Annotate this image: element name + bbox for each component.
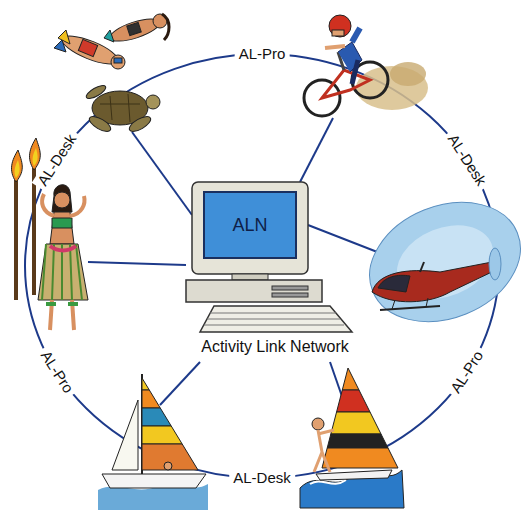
mountain-biker-picture: [390, 62, 426, 86]
network-name: Activity Link Network: [199, 338, 351, 355]
windsurfer-picture: [300, 360, 410, 470]
sailboat-picture: [112, 400, 138, 470]
helicopter-picture: [372, 262, 496, 302]
hula-dancer-picture: [12, 150, 23, 182]
diver-turtle-picture: [84, 83, 107, 101]
product-label: AL-Desk: [31, 128, 82, 193]
monitor-stand: [232, 274, 268, 280]
hula-dancer-picture: [42, 244, 82, 300]
product-label: AL-Pro: [445, 344, 490, 400]
sailboat-picture: [130, 370, 210, 472]
windsurfer-picture: [314, 430, 330, 472]
diver-turtle-picture: [111, 55, 125, 69]
sailboat-picture: [164, 462, 172, 470]
diver-turtle-picture: [100, 94, 140, 122]
mountain-biker-picture: [325, 46, 345, 48]
monitor-screen: [204, 192, 296, 258]
mountain-biker-picture: [332, 30, 344, 36]
keyboard-keys: [207, 319, 340, 320]
computer-case: [186, 280, 322, 302]
windsurfer-picture: [300, 412, 410, 434]
sailboat-picture: [98, 370, 210, 510]
diver-turtle-picture: [114, 58, 122, 63]
diver-turtle-picture: [78, 39, 97, 56]
keyboard-keys: [204, 325, 344, 326]
windsurfer-picture: [322, 368, 398, 468]
hula-dancer-picture: [33, 148, 38, 166]
hula-dancer-picture: [50, 246, 76, 251]
diver-turtle-picture: [87, 114, 113, 135]
computer-node: ALN Activity Link Network: [180, 178, 370, 362]
diver-turtle-picture: [127, 22, 142, 35]
product-label: AL-Desk: [229, 469, 295, 487]
spoke-lines: [132, 132, 192, 215]
helicopter-picture: [392, 300, 395, 309]
helicopter-picture: [426, 298, 428, 307]
hula-dancer-picture: [38, 244, 88, 300]
mountain-biker-picture: [322, 70, 370, 98]
windsurfer-picture: [300, 360, 410, 508]
monitor-frame: [192, 182, 308, 274]
hula-dancer-picture: [14, 180, 18, 300]
helicopter-picture: [380, 306, 440, 310]
mountain-biker-picture: [304, 15, 428, 116]
ring-label: AL-Desk: [31, 128, 82, 193]
hula-dancer-picture: [46, 302, 78, 306]
ring-label: AL-Desk: [229, 469, 295, 487]
product-label: AL-Pro: [235, 45, 290, 63]
windsurfer-picture: [318, 430, 334, 434]
hula-dancer-picture: [32, 168, 36, 295]
windsurfer-picture: [312, 418, 324, 430]
helicopter-picture: [378, 275, 410, 292]
spoke-lines: [300, 118, 333, 182]
keyboard: [200, 306, 352, 332]
helicopter-picture: [352, 181, 522, 343]
hula-dancer-picture: [42, 194, 54, 216]
product-label: AL-Pro: [34, 344, 79, 400]
diver-turtle-picture: [54, 40, 66, 52]
windsurfer-picture: [300, 360, 410, 390]
mountain-biker-picture: [329, 15, 351, 37]
windsurfer-picture: [310, 480, 346, 484]
mountain-biker-picture: [352, 28, 360, 42]
hula-dancer-picture: [52, 185, 72, 212]
screen-label: ALN: [204, 192, 296, 258]
windsurfer-picture: [300, 390, 410, 412]
ring-label: AL-Pro: [235, 45, 290, 63]
helicopter-picture: [420, 262, 424, 272]
computer-outline: [180, 178, 370, 362]
network-caption: Activity Link Network: [180, 338, 370, 356]
ring-label: AL-Desk: [442, 128, 493, 193]
helicopter-picture: [352, 181, 522, 343]
hula-dancer-picture: [15, 160, 20, 178]
spoke-lines: [308, 225, 385, 255]
windsurfer-picture: [300, 434, 410, 448]
spoke-lines: [88, 118, 385, 405]
diver-turtle-picture: [127, 114, 153, 135]
hula-dancer-picture: [52, 218, 72, 228]
sailboat-picture: [142, 378, 198, 470]
screen-text: ALN: [232, 215, 267, 236]
diver-turtle-picture: [146, 95, 160, 109]
hula-dancer-picture: [30, 138, 41, 170]
hula-dancer-picture: [70, 196, 84, 216]
drive-slot: [272, 286, 308, 290]
hula-dancer-picture: [54, 192, 70, 208]
mountain-biker-picture: [352, 60, 358, 84]
ring-label: AL-Pro: [34, 344, 79, 400]
sailboat-picture: [102, 474, 206, 488]
spoke-lines: [160, 362, 200, 405]
helicopter-picture: [489, 248, 501, 280]
product-label: AL-Desk: [442, 128, 493, 193]
ring-label: AL-Pro: [445, 344, 490, 400]
diver-turtle-picture: [104, 30, 114, 42]
spoke-lines: [88, 262, 186, 265]
drive-slot: [272, 293, 308, 297]
keyboard-keys: [210, 313, 336, 314]
windsurfer-picture: [300, 470, 404, 508]
windsurfer-picture: [316, 470, 392, 480]
diver-turtle-picture: [54, 14, 169, 134]
diver-turtle-picture: [162, 14, 169, 40]
